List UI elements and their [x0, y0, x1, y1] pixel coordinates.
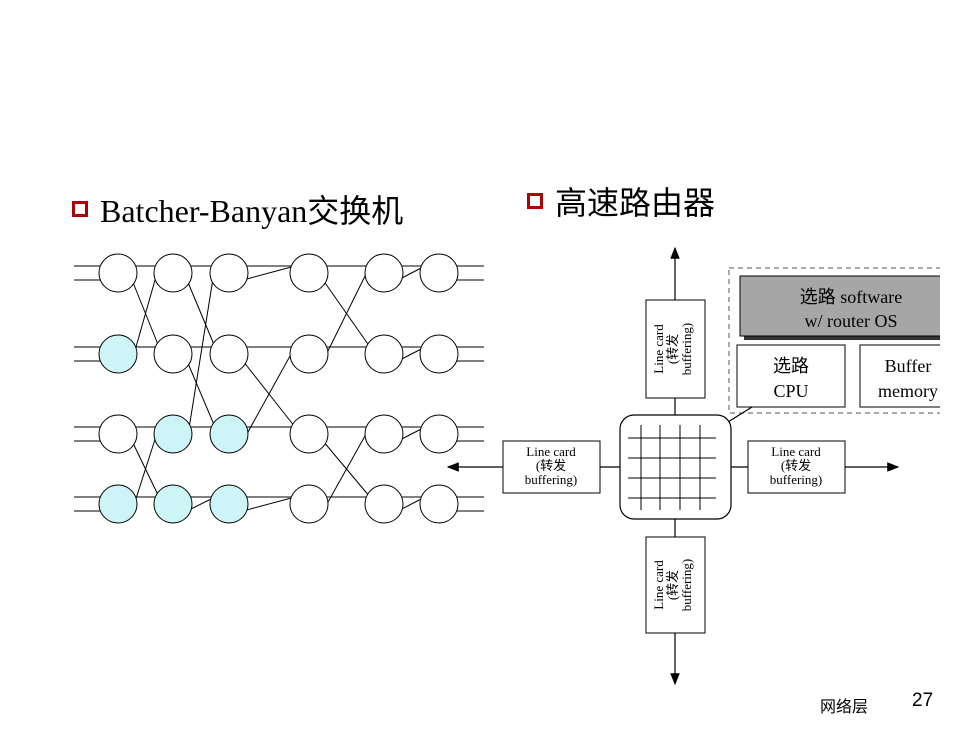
line-card-bottom-title: Line card: [651, 560, 666, 610]
router-software-box: [739, 275, 940, 337]
line-card-bottom-sub: (转发: [665, 570, 680, 600]
switch-fabric: [619, 414, 732, 520]
switch-node: [289, 414, 329, 454]
line-card-top-sub: (转发: [665, 334, 680, 364]
switch-node: [364, 484, 404, 524]
right-heading: 高速路由器: [527, 178, 715, 224]
line-card-bottom-buffer: buffering): [679, 559, 694, 611]
switch-node: [364, 414, 404, 454]
router-diagram: 选路 software w/ router OS 选路 CPU Buffer m…: [446, 246, 940, 686]
line-card-top: [645, 299, 706, 399]
switch-node: [98, 414, 138, 454]
routing-cpu-box: [736, 344, 846, 408]
batcher-banyan-network: [74, 253, 484, 524]
left-heading-text: Batcher-Banyan交换机: [100, 193, 404, 229]
line-card-bottom: [645, 536, 706, 634]
line-card-right-buffer: buffering): [770, 472, 822, 487]
line-card-right-title: Line card: [771, 444, 821, 459]
line-card-left-title: Line card: [526, 444, 576, 459]
switch-node-active: [98, 484, 138, 524]
switch-node-active: [209, 484, 249, 524]
switch-node: [419, 414, 459, 454]
switch-node: [153, 253, 193, 293]
switch-node-active: [209, 414, 249, 454]
switch-node: [364, 253, 404, 293]
switch-node-active: [98, 334, 138, 374]
cpu-line2: CPU: [773, 381, 808, 401]
cpu-line1: 选路: [773, 356, 809, 376]
line-card-left-buffer: buffering): [525, 472, 577, 487]
line-card-left: [502, 440, 601, 494]
right-heading-text: 高速路由器: [555, 185, 716, 221]
switch-node: [419, 253, 459, 293]
switch-node: [419, 484, 459, 524]
switch-node: [289, 253, 329, 293]
bullet-square-icon: [527, 193, 543, 209]
switch-node: [289, 484, 329, 524]
line-card-top-title: Line card: [651, 324, 666, 374]
buffer-memory-box: [859, 344, 940, 408]
switch-node-active: [153, 484, 193, 524]
line-card-top-buffer: buffering): [679, 323, 694, 375]
software-line1: 选路 software: [800, 287, 902, 307]
switch-node: [289, 334, 329, 374]
bullet-square-icon: [72, 201, 88, 217]
crossbar-grid: [628, 425, 716, 510]
line-card-left-sub: (转发: [536, 458, 566, 473]
switch-node: [153, 334, 193, 374]
switch-node: [98, 253, 138, 293]
switch-node: [419, 334, 459, 374]
switch-node: [209, 253, 249, 293]
buffer-line2: memory: [878, 381, 938, 401]
software-line2: w/ router OS: [805, 311, 898, 331]
line-card-right-sub: (转发: [781, 458, 811, 473]
switch-node: [209, 334, 249, 374]
buffer-line1: Buffer: [885, 356, 932, 376]
footer-section-label: 网络层: [820, 697, 869, 716]
switch-node-active: [153, 414, 193, 454]
switch-node: [364, 334, 404, 374]
left-heading: Batcher-Banyan交换机: [72, 186, 403, 232]
footer-page-number: 27: [912, 690, 934, 711]
